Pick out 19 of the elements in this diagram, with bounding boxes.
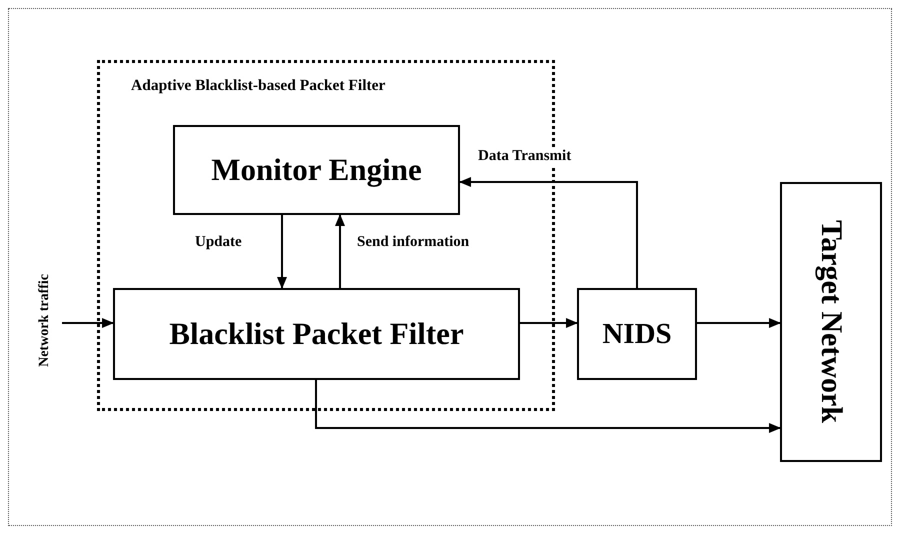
arrow — [335, 214, 345, 288]
arrow — [315, 380, 781, 433]
process-box — [577, 288, 697, 380]
process-box — [780, 182, 882, 462]
process-box — [113, 288, 520, 380]
process-box — [173, 125, 460, 215]
group-title: Adaptive Blacklist-based Packet Filter — [131, 77, 386, 95]
edge-label: Update — [193, 234, 244, 251]
arrow — [520, 318, 578, 328]
arrow — [697, 318, 781, 328]
edge-label: Data Transmit — [476, 148, 574, 165]
box-label: Monitor Engine — [211, 152, 422, 188]
box-label: Target Network — [814, 220, 848, 424]
arrow — [277, 215, 287, 289]
box-label: NIDS — [602, 318, 672, 350]
arrow — [459, 177, 638, 288]
arrow — [62, 318, 114, 328]
box-label: Blacklist Packet Filter — [169, 316, 464, 352]
input-label: Network traffic — [37, 274, 53, 366]
